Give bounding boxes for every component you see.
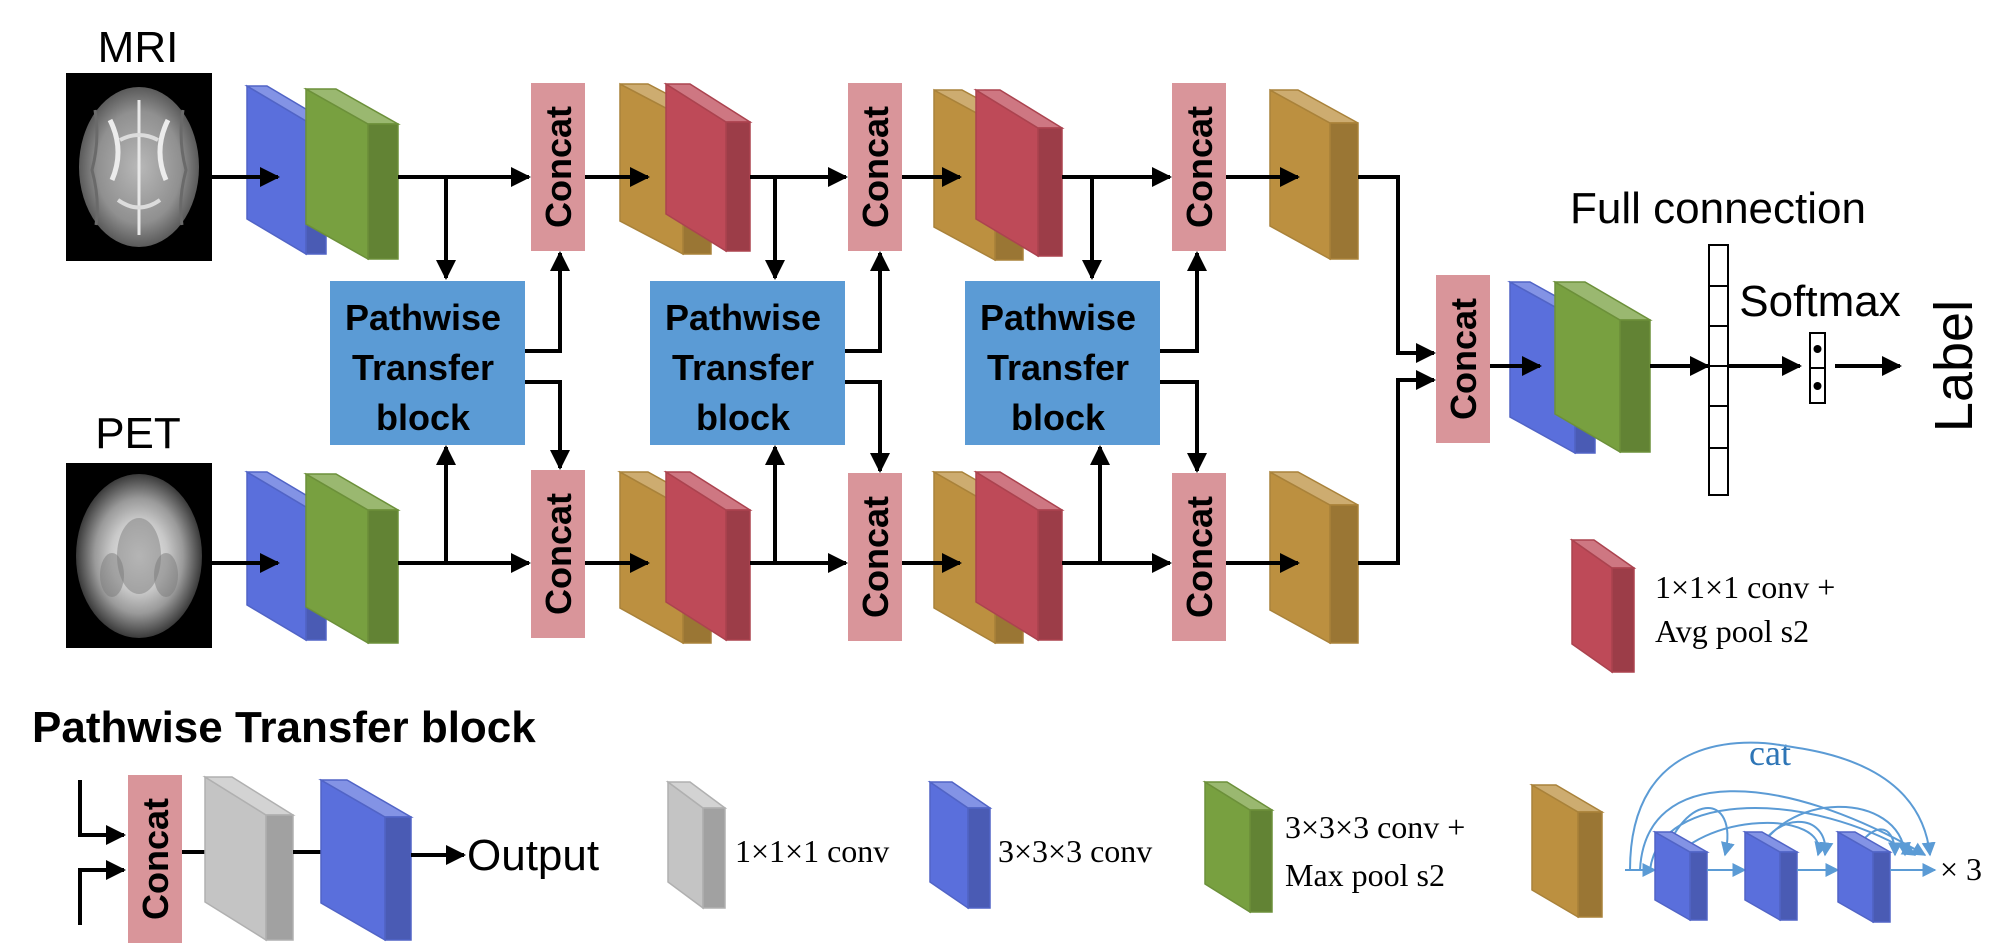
svg-text:block: block [376,397,471,438]
svg-text:Concat: Concat [855,106,896,228]
repeat-label: × 3 [1940,851,1982,887]
full-connection-label: Full connection [1570,184,1866,233]
svg-text:Concat: Concat [1443,298,1484,420]
legend-transition-line2: Avg pool s2 [1655,613,1809,649]
legend-transition-block [1569,538,1637,674]
legend-dense-block [1529,783,1605,919]
dense-block-detail: cat [1625,733,1937,924]
pathwise-transfer-block-2: Pathwise Transfer block [650,281,845,445]
ptb-detail-inputs [78,780,126,925]
mri-image [66,73,212,261]
legend-conv3-pool-line2: Max pool s2 [1285,857,1445,893]
legend-conv1-text: 1×1×1 conv [735,833,889,869]
bottom-transition-2 [973,470,1065,642]
legend-conv3-text: 3×3×3 conv [998,833,1152,869]
connectors [212,167,1902,573]
pet-conv3-pool-block [303,472,401,645]
pet-image [66,463,212,648]
dense-layer-3 [1835,830,1893,924]
head-conv3-pool-block [1552,280,1653,454]
concat-top-3: Concat [1172,83,1226,251]
bottom-dense-block-3 [1269,470,1359,645]
ptb-detail-concat: Concat [128,775,182,943]
svg-text:Concat: Concat [538,106,579,228]
legend-conv1-block [665,780,728,910]
legend-conv3-pool-line1: 3×3×3 conv + [1285,809,1465,845]
legend-conv3-block [927,780,993,910]
concat-bottom-3: Concat [1172,473,1226,641]
svg-text:Transfer: Transfer [987,347,1129,388]
concat-bottom-2: Concat [848,473,902,641]
legend-conv3-pool-block [1202,780,1275,914]
softmax-label: Softmax [1739,277,1900,326]
svg-text:Transfer: Transfer [352,347,494,388]
concat-head: Concat [1436,275,1490,443]
pet-label: PET [95,409,181,458]
ptb-detail-conv3-block [318,778,414,942]
fully-connected-layer [1708,244,1729,496]
svg-text:Transfer: Transfer [672,347,814,388]
top-dense-block-3 [1269,88,1359,261]
svg-text:block: block [696,397,791,438]
legend-transition-line1: 1×1×1 conv + [1655,569,1835,605]
mri-conv3-pool-block [303,87,401,261]
svg-text:Concat: Concat [855,496,896,618]
ptb-detail-output: Output [467,831,599,880]
ptb-detail-conv1-block [202,775,296,942]
softmax-output [1809,332,1826,404]
concat-top-2: Concat [848,83,902,251]
svg-text:block: block [1011,397,1106,438]
concat-top-1: Concat [531,83,585,251]
concat-bottom-1: Concat [531,470,585,638]
ptb-detail-title: Pathwise Transfer block [32,703,536,752]
pathwise-transfer-block-1: Pathwise Transfer block [330,281,525,445]
label-output: Label [1924,300,1984,432]
dense-layer-1 [1652,830,1710,922]
cat-label: cat [1749,733,1791,773]
svg-text:Concat: Concat [135,798,176,920]
dense-layer-2 [1742,830,1800,922]
svg-text:Pathwise: Pathwise [980,297,1136,338]
svg-text:Pathwise: Pathwise [665,297,821,338]
svg-text:Concat: Concat [538,493,579,615]
svg-text:Concat: Concat [1179,106,1220,228]
top-transition-2 [973,88,1065,258]
svg-text:Pathwise: Pathwise [345,297,501,338]
pathwise-transfer-block-3: Pathwise Transfer block [965,281,1160,445]
mri-label: MRI [98,23,179,72]
bottom-transition-1 [663,470,753,642]
svg-text:Concat: Concat [1179,496,1220,618]
top-transition-1 [663,82,753,253]
